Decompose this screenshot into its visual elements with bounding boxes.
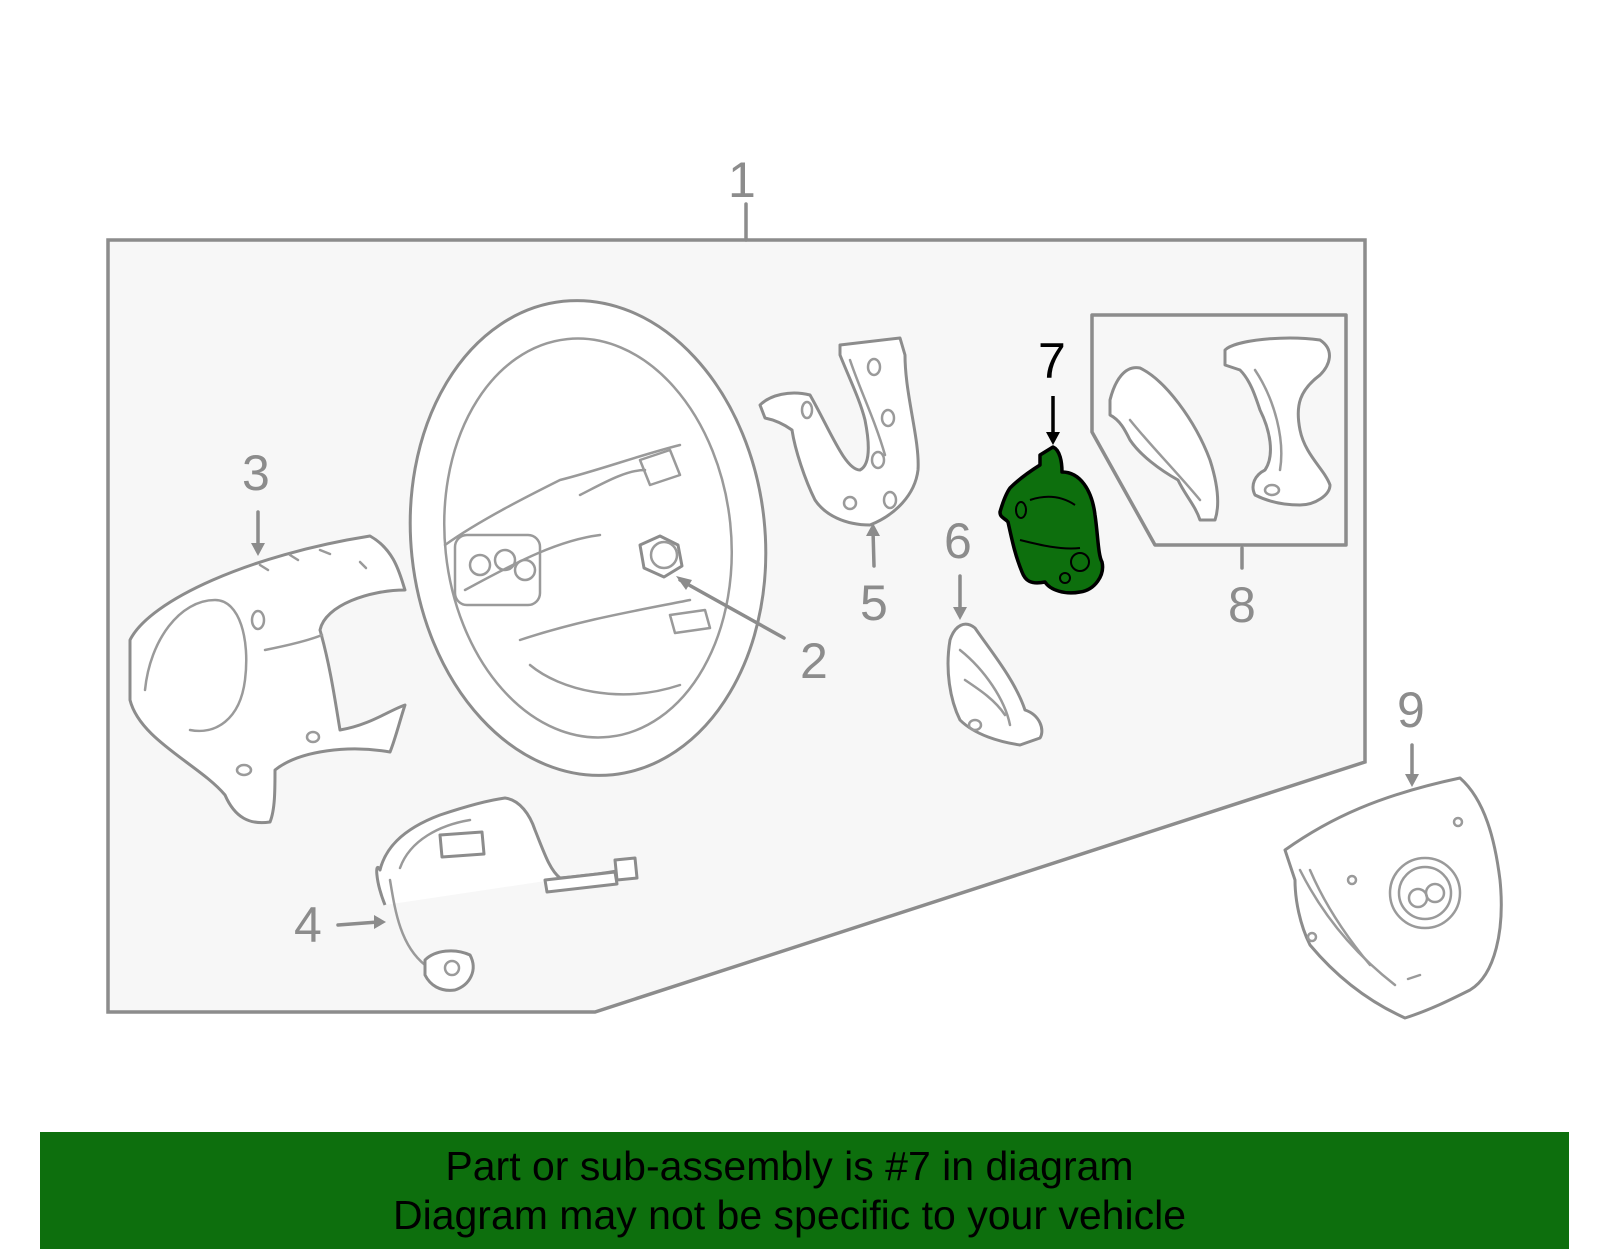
callout-2-leader [678, 578, 786, 640]
callout-4-arrowhead [374, 915, 386, 929]
cover-trim-left [1108, 366, 1220, 522]
callout-4: 4 [294, 897, 322, 953]
callout-7-arrowhead [1046, 432, 1060, 445]
hub-nut [638, 534, 684, 579]
callout-9-arrowhead [1405, 774, 1419, 787]
audio-control-switch [946, 622, 1044, 747]
wiring-harness [375, 796, 639, 992]
callout-8: 8 [1228, 577, 1256, 633]
switch-bracket [758, 336, 920, 527]
steering-wheel-back-cover [128, 534, 407, 825]
callout-6-arrowhead [953, 607, 967, 620]
banner-line-2: Diagram may not be specific to your vehi… [392, 1192, 1186, 1238]
callout-7: 7 [1038, 333, 1066, 389]
callout-4-leader [336, 920, 380, 927]
banner-line-1: Part or sub-assembly is #7 in diagram [445, 1143, 1134, 1189]
callout-3-arrowhead [251, 543, 265, 556]
cover-trim-right [1223, 336, 1332, 507]
callout-2: 2 [800, 633, 828, 689]
callout-9: 9 [1397, 682, 1425, 738]
callout-2-arrowhead [676, 576, 692, 590]
highlighted-part-7 [998, 445, 1105, 595]
steering-wheel [408, 299, 768, 777]
airbag-module [1283, 776, 1503, 1020]
callout-1: 1 [728, 152, 756, 208]
callout-5-arrowhead [866, 523, 880, 536]
info-banner: Part or sub-assembly is #7 in diagram Di… [40, 1132, 1569, 1249]
callout-5: 5 [860, 575, 888, 631]
callout-3: 3 [242, 445, 270, 501]
cover-trim-box [1090, 313, 1348, 547]
callout-6: 6 [944, 513, 972, 569]
